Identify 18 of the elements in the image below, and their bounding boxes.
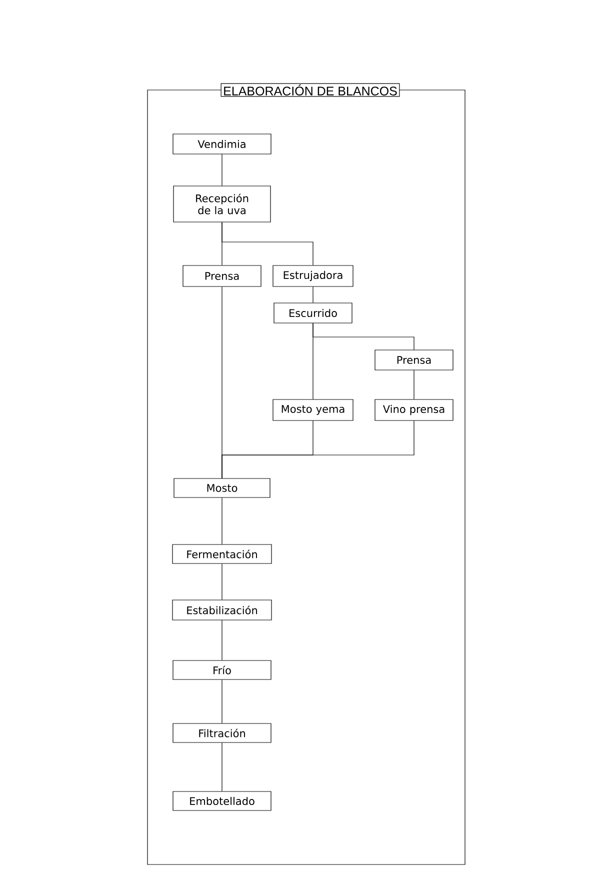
- process-box: Escurrido: [274, 302, 352, 324]
- process-box: Prensa: [182, 265, 262, 287]
- connector-line: [222, 222, 314, 266]
- process-box: Frío: [172, 660, 272, 680]
- connector-line: [312, 323, 414, 350]
- connector-line: [312, 286, 314, 303]
- connector-line: [222, 420, 414, 478]
- process-box: Estrujadora: [272, 265, 354, 287]
- process-box: Vendimia: [172, 134, 272, 154]
- process-box: Mosto: [174, 478, 270, 498]
- process-box: Recepción de la uva: [173, 186, 271, 222]
- process-box: Vino prensa: [374, 399, 454, 421]
- process-box: Filtración: [172, 723, 272, 743]
- process-box: Embotellado: [172, 791, 272, 811]
- process-box: Fermentación: [172, 544, 272, 564]
- process-box: Prensa: [374, 350, 454, 370]
- process-box: Mosto yema: [272, 399, 354, 421]
- process-box: Estabilización: [172, 600, 272, 620]
